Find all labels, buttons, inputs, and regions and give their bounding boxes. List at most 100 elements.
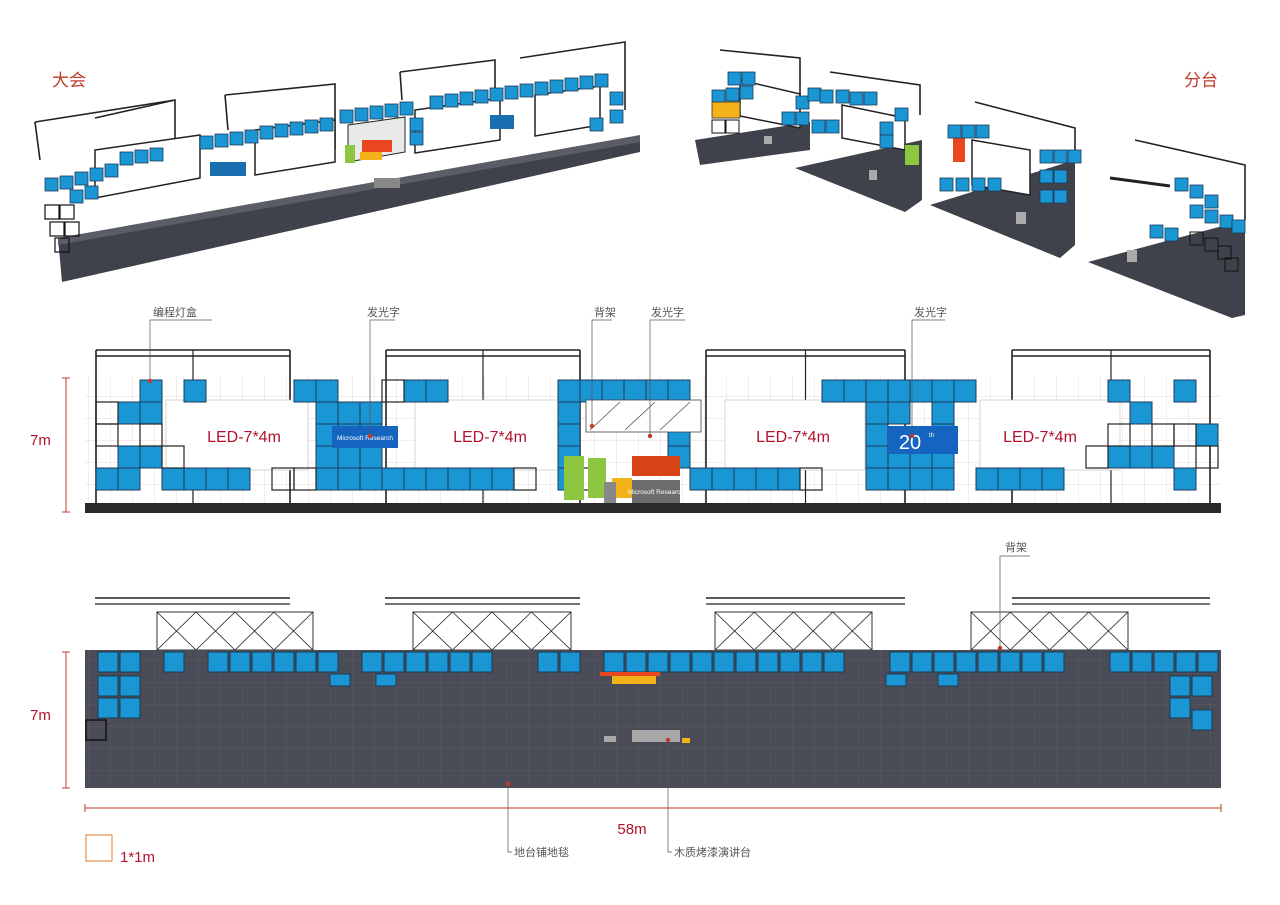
perspective-cube (534, 81, 549, 96)
plan-cube (119, 697, 141, 719)
perspective-cube (199, 135, 214, 150)
plan-cube (229, 651, 251, 673)
plan-cube (1191, 675, 1213, 697)
front-cube (843, 379, 867, 403)
front-cube (337, 467, 361, 491)
front-cube (1173, 379, 1197, 403)
front-cube-empty (1151, 423, 1175, 447)
led-screen-3 (724, 399, 866, 471)
perspective-cube (987, 177, 1002, 192)
scale-legend-square (85, 834, 113, 862)
perspective-cube (725, 87, 740, 102)
perspective-cube (304, 119, 319, 134)
sub-stage-3-platform (930, 160, 1075, 258)
front-cube (579, 379, 603, 403)
perspective-cube (229, 131, 244, 146)
perspective-cube (589, 117, 604, 132)
front-cube (139, 401, 163, 425)
plan-cube-empty (85, 719, 107, 741)
perspective-cube-empty (1204, 237, 1219, 252)
plan-width-dimension (84, 804, 1222, 812)
front-cube (865, 467, 889, 491)
front-cube (887, 401, 911, 425)
perspective-cube (444, 93, 459, 108)
perspective-cube (594, 73, 609, 88)
center-backdrop: Microsoft Research (564, 399, 702, 504)
front-elevation: LED-7*4m LED-7*4m LED-7*4m LED-7*4m Micr… (30, 305, 1221, 513)
sub-stage-1-platform (695, 122, 810, 165)
plan-backframe-brace (1049, 611, 1090, 651)
perspective-cube (369, 105, 384, 120)
perspective-cube (879, 134, 894, 149)
perspective-cube-empty (54, 237, 70, 253)
perspective-cube (739, 85, 754, 100)
front-height-label: 7m (30, 432, 51, 449)
front-cube-empty (513, 467, 537, 491)
perspective-cube (1204, 194, 1219, 209)
plan-cube (999, 651, 1021, 673)
logo-screen-left (332, 426, 398, 448)
podium-front-text: Microsoft Research (628, 489, 684, 496)
plan-cube (977, 651, 999, 673)
perspective-cube (564, 77, 579, 92)
plan-cube (735, 651, 757, 673)
plan-cube (1021, 651, 1043, 673)
front-cube (557, 401, 581, 425)
perspective-cube (939, 177, 954, 192)
led-screen-4 (979, 399, 1121, 471)
plan-backframe-brace (970, 611, 1011, 651)
plan-cube (207, 651, 229, 673)
front-cube-empty (1107, 423, 1131, 447)
front-cube (1151, 445, 1175, 469)
led-label-2: LED-7*4m (453, 429, 527, 446)
plan-backframe-brace (1009, 611, 1050, 651)
front-cube (447, 467, 471, 491)
front-cube (315, 467, 339, 491)
perspective-cube (244, 129, 259, 144)
front-cube (865, 423, 889, 447)
front-cube-empty (1085, 445, 1109, 469)
perspective-cube (409, 117, 424, 132)
front-cube (887, 379, 911, 403)
plan-view: 7m 58m 1*1m 背架 地台铺地毯 木质烤漆演讲台 (30, 540, 1222, 866)
front-cube (865, 445, 889, 469)
perspective-cube-empty (44, 204, 60, 220)
plan-cube (779, 651, 801, 673)
callout-podium: 木质烤漆演讲台 (674, 845, 751, 859)
plan-cube (647, 651, 669, 673)
plan-cube (1043, 651, 1065, 673)
callout-backframe-plan: 背架 (1005, 540, 1027, 554)
perspective-cube (119, 151, 134, 166)
plan-cube (449, 651, 471, 673)
plan-cube-modules (85, 651, 1219, 741)
perspective-cube (795, 111, 810, 126)
perspective-cube (955, 177, 970, 192)
perspective-cube (1053, 149, 1068, 164)
front-cube (1129, 401, 1153, 425)
front-cube (557, 423, 581, 447)
perspective-cube-empty (1189, 231, 1204, 246)
front-cube (315, 379, 339, 403)
front-cube (1107, 445, 1131, 469)
perspective-cube (409, 131, 424, 146)
plan-height-label: 7m (30, 707, 51, 724)
front-cube (403, 379, 427, 403)
front-cube (403, 467, 427, 491)
plan-backframe (970, 611, 1129, 651)
plan-cube (559, 651, 581, 673)
front-cube (139, 445, 163, 469)
perspective-cube (274, 123, 289, 138)
perspective-cube (1053, 189, 1068, 204)
plan-cube (757, 651, 779, 673)
main-stage-platform (58, 140, 640, 282)
sub-stage-4-platform (1088, 220, 1245, 318)
plan-backframe-brace (753, 611, 794, 651)
perspective-cube (429, 95, 444, 110)
front-cube (315, 401, 339, 425)
callout-glow-text-1: 发光字 (367, 305, 400, 319)
perspective-cube (741, 71, 756, 86)
perspective-cube (149, 147, 164, 162)
perspective-cube (549, 79, 564, 94)
front-cube-empty (1195, 445, 1219, 469)
perspective-cube (1149, 224, 1164, 239)
